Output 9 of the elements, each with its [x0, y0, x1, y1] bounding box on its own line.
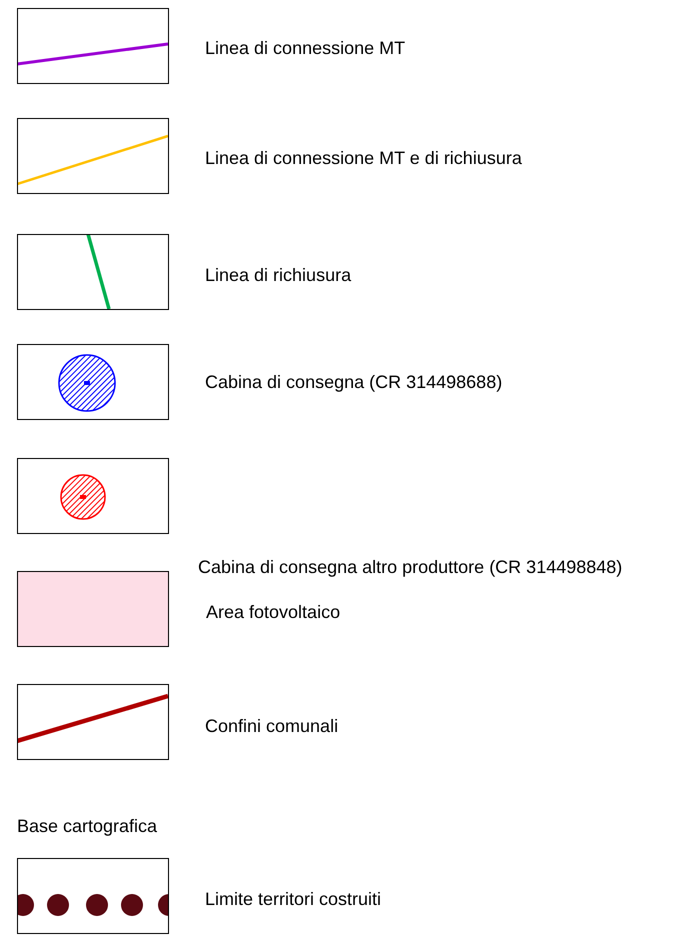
section-heading: Base cartografica [17, 816, 158, 837]
legend-label: Linea di connessione MT e di richiusura [205, 148, 522, 169]
legend-label: Cabina di consegna altro produttore (CR 314498848) [198, 557, 622, 578]
legend-label: Cabina di consegna (CR 314498688) [205, 372, 502, 393]
legend-label: Linea di richiusura [205, 265, 352, 286]
legend-label: Confini comunali [205, 716, 338, 737]
legend-label: Area fotovoltaico [206, 602, 340, 623]
legend-label: Linea di connessione MT [205, 38, 406, 59]
legend-label: Limite territori costruiti [205, 889, 382, 910]
